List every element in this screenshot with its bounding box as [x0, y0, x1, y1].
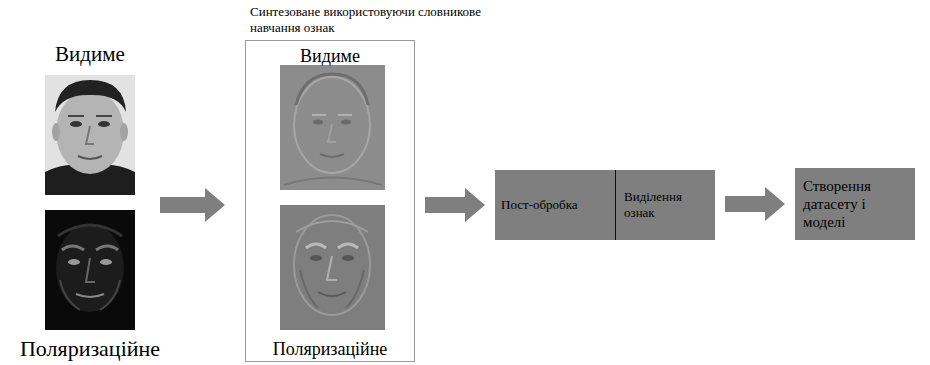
flow-arrow	[725, 187, 785, 221]
flow-arrow	[425, 188, 485, 222]
image-label: Видиме	[5, 42, 175, 67]
node-text: Поляризаційне	[246, 339, 414, 360]
panel-heading: Синтезоване використовуючи словникове на…	[250, 4, 485, 36]
flow-arrow	[160, 188, 225, 222]
synth-visible-image	[280, 65, 385, 190]
node-text: Видиме	[246, 46, 414, 67]
polarimetric-face-photo	[45, 210, 135, 330]
process-box: Створення датасету і моделі	[795, 168, 915, 240]
image-label: Поляризаційне	[5, 336, 175, 362]
process-box: Виділення ознак	[615, 170, 715, 240]
synthesis-panel: Синтезоване використовуючи словникове на…	[245, 40, 415, 362]
visible-face-photo	[45, 75, 135, 195]
process-box: Пост-обробка	[495, 170, 615, 240]
node-text: Пост-обробка	[501, 197, 578, 213]
node-text: Створення датасету і моделі	[803, 177, 907, 231]
node-text: Виділення ознак	[624, 189, 707, 221]
synth-polarimetric-image	[280, 205, 385, 330]
